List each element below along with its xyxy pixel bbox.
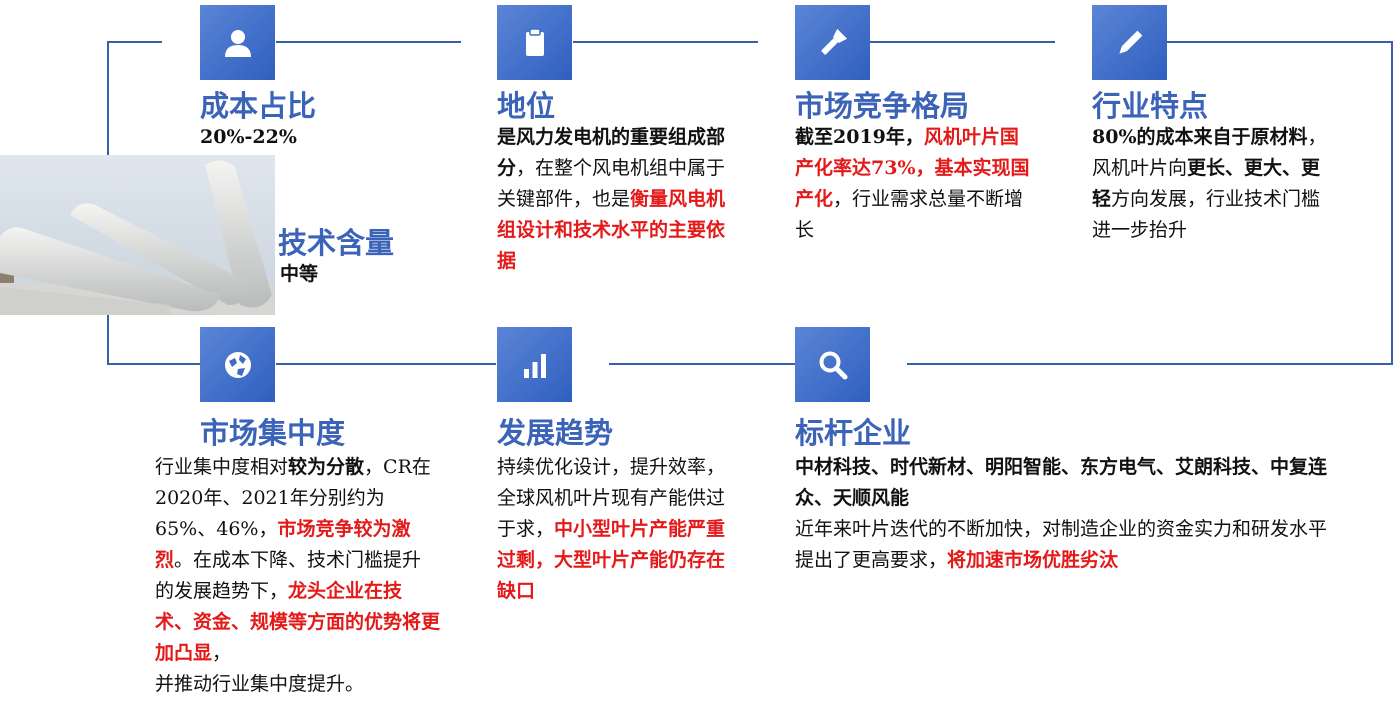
status-text-1: 是风力发电机的重要组成部分 — [497, 126, 726, 179]
status-text-2: ，在整个风电机组中属于关键部件，也是 — [497, 157, 726, 210]
cost-share-value: 20%-22% — [200, 126, 297, 148]
connector-line — [609, 363, 795, 365]
benchmark-text: 中材科技、时代新材、明阳智能、东方电气、艾朗科技、中复连众、天顺风能近年来叶片迭… — [795, 452, 1335, 576]
trend-title: 发展趋势 — [497, 416, 614, 450]
concentration-text-2: 较为分散 — [288, 456, 365, 478]
connector-line — [276, 363, 496, 365]
clipboard-icon — [525, 27, 544, 56]
concentration-title: 市场集中度 — [200, 416, 346, 450]
user-icon — [224, 29, 251, 57]
concentration-text-4: 市场竞争较为激烈 — [155, 518, 411, 571]
user-icon-box — [200, 5, 275, 80]
tech-content-title: 技术含量 — [278, 226, 395, 260]
benchmark-text-3: 将加速市场优胜劣汰 — [947, 549, 1119, 571]
connector-line — [907, 363, 1393, 365]
wind-turbine-blades-photo — [0, 155, 275, 315]
concentration-text-8: 并推动行业集中度提升。 — [155, 673, 365, 695]
connector-line — [870, 41, 1055, 43]
connector-line — [1167, 41, 1392, 43]
industry-title: 行业特点 — [1092, 89, 1209, 123]
pencil-icon-box — [1092, 5, 1167, 80]
competition-title: 市场竞争格局 — [795, 89, 970, 123]
trend-text: 持续优化设计，提升效率，全球风机叶片现有产能供过于求，中小型叶片产能严重过剩，大… — [497, 452, 732, 607]
globe-icon-box — [200, 327, 275, 402]
search-icon — [819, 351, 847, 379]
connector-line — [276, 41, 461, 43]
pencil-icon — [1118, 30, 1142, 54]
industry-text-1: 80%的成本来自于原材料 — [1092, 126, 1308, 148]
cost-share-title: 成本占比 — [200, 89, 317, 123]
flashlight-icon — [820, 28, 847, 55]
search-icon-box — [795, 327, 870, 402]
concentration-text-1: 行业集中度相对 — [155, 456, 289, 478]
connector-line — [107, 363, 200, 365]
industry-text: 80%的成本来自于原材料，风机叶片向更长、更大、更轻方向发展，行业技术门槛进一步… — [1092, 122, 1332, 246]
connector-line — [573, 41, 758, 43]
competition-text-1: 截至2019年， — [795, 126, 924, 148]
concentration-text-6: 龙头企业在技术、资金、规模等方面的优势将更加凸显 — [155, 580, 441, 664]
connector-line — [1391, 41, 1393, 364]
status-title: 地位 — [497, 89, 556, 123]
concentration-text-7: ， — [212, 642, 232, 664]
competition-text: 截至2019年，风机叶片国产化率达73%，基本实现国产化，行业需求总量不断增长 — [795, 122, 1030, 246]
benchmark-title: 标杆企业 — [795, 416, 912, 450]
bar-chart-icon-box — [497, 327, 572, 402]
status-text-3: 衡量风电机组设计和技术水平的主要依据 — [497, 188, 726, 272]
flashlight-icon-box — [795, 5, 870, 80]
status-text: 是风力发电机的重要组成部分，在整个风电机组中属于关键部件，也是衡量风电机组设计和… — [497, 122, 732, 277]
connector-line — [107, 41, 162, 43]
industry-text-4: 方向发展，行业技术门槛进一步抬升 — [1092, 188, 1321, 241]
connector-line — [107, 41, 109, 155]
benchmark-text-2: 近年来叶片迭代的不断加快，对制造企业的资金实力和研发水平提出了更高要求， — [795, 518, 1328, 571]
concentration-text-5: 。在成本下降、技术门槛提升的发展趋势下， — [155, 549, 422, 602]
trend-text-2: 中小型叶片产能严重过剩，大型叶片产能仍存在缺口 — [497, 518, 726, 602]
clipboard-icon-box — [497, 5, 572, 80]
connector-line — [107, 315, 109, 364]
globe-icon — [224, 351, 251, 378]
concentration-text-3: ，CR在2020年、2021年分别约为65%、46%， — [155, 456, 431, 540]
industry-text-3: 更长、更大、更轻 — [1092, 157, 1321, 210]
bar-chart-icon — [523, 353, 546, 378]
industry-text-2: ，风机叶片向 — [1092, 126, 1327, 179]
competition-text-2: 风机叶片国产化率达73%，基本实现国产化 — [795, 126, 1030, 210]
competition-text-3: ，行业需求总量不断增长 — [795, 188, 1024, 241]
tech-content-value: 中等 — [280, 263, 319, 285]
trend-text-1: 持续优化设计，提升效率，全球风机叶片现有产能供过于求， — [497, 456, 726, 540]
concentration-text: 行业集中度相对较为分散，CR在2020年、2021年分别约为65%、46%，市场… — [155, 452, 440, 700]
benchmark-companies: 中材科技、时代新材、明阳智能、东方电气、艾朗科技、中复连众、天顺风能 — [795, 456, 1328, 509]
